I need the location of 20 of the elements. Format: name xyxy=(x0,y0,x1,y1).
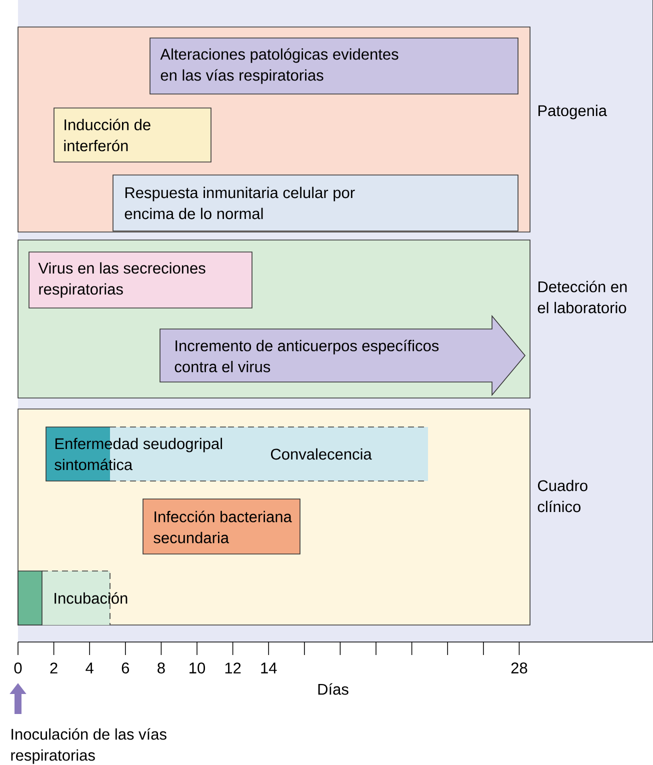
tick-label: 0 xyxy=(14,662,22,674)
bar: Alteraciones patológicas evidentes en las vías respiratorias xyxy=(150,38,518,94)
node-label: Convalecencia xyxy=(270,448,372,460)
axis-title: Días xyxy=(318,683,348,695)
bar: Infección bacteriana secundaria xyxy=(142,498,300,554)
note-text: Inoculación de las vías respiratorias xyxy=(11,728,166,764)
dashed-bar: Convalecencia xyxy=(228,426,428,482)
tick-label: 14 xyxy=(261,662,277,674)
tick-label: 28 xyxy=(511,662,528,674)
tick-label: 10 xyxy=(190,662,206,674)
tick-label: 4 xyxy=(86,662,94,674)
bar: Incubación xyxy=(18,570,128,626)
tick-label: 12 xyxy=(225,662,241,674)
tick-label: 8 xyxy=(158,662,165,674)
bar: Inducción de interferón xyxy=(54,108,212,162)
bar: Virus en las secreciones respiratorias xyxy=(28,252,252,308)
bar: Respuesta inmunitaria celular por encima de lo normal xyxy=(112,174,518,232)
tick-label: 6 xyxy=(122,662,130,674)
pointed-bar: Incremento de anticuerpos específicos contra el virus xyxy=(160,314,526,396)
tick-label: 2 xyxy=(50,662,58,674)
